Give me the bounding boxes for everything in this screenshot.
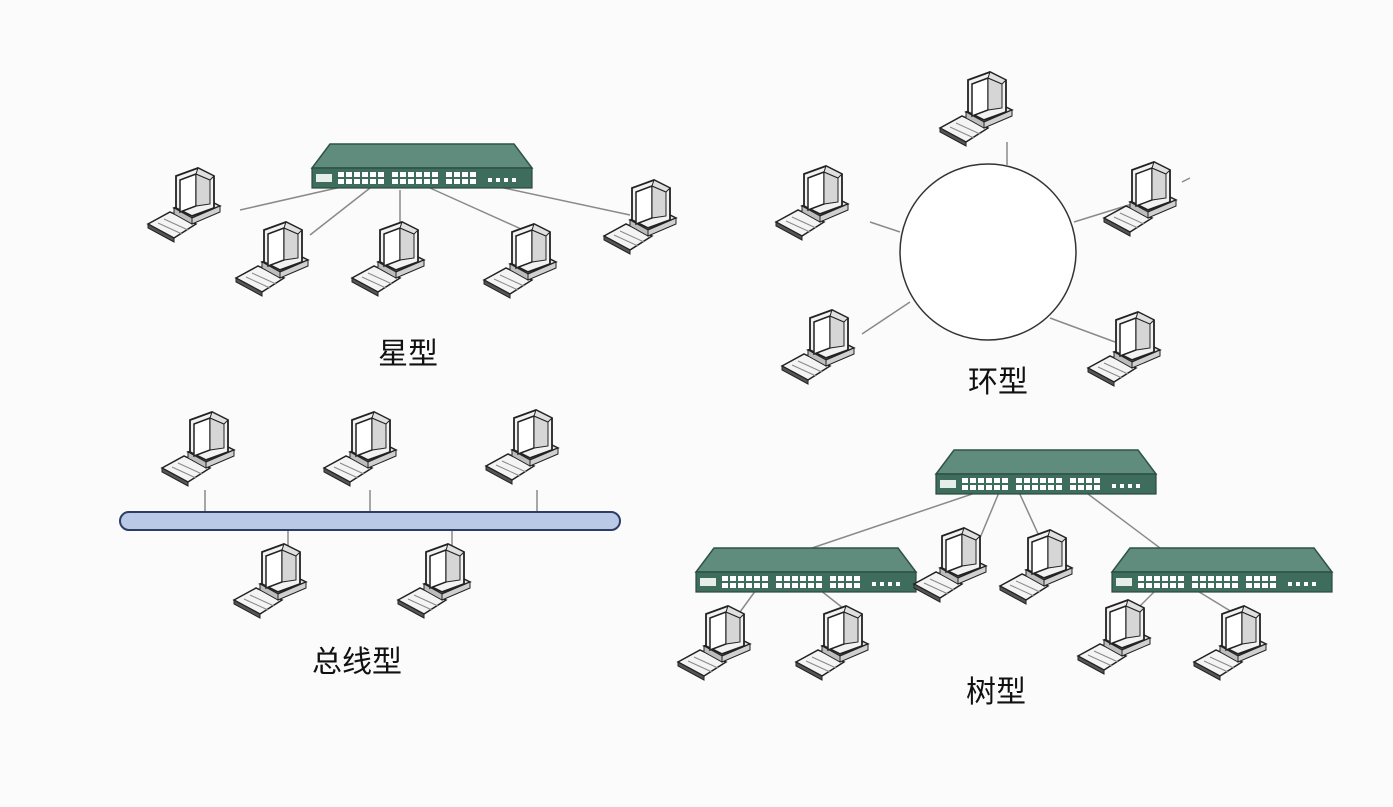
star-computer-1 (147, 167, 221, 243)
bus-computer-2 (323, 411, 397, 487)
tree-computer-middle-1 (913, 527, 987, 603)
star-links (239, 184, 631, 236)
star-computer-4 (483, 223, 557, 299)
ring-circle (899, 163, 1077, 341)
tree-computer-left-2 (795, 605, 869, 681)
ring-computer-bottom-right (1087, 311, 1161, 387)
ring-links (861, 142, 1191, 343)
ring-computer-right (1103, 161, 1177, 237)
bus-cable (119, 511, 621, 531)
bus-topology: 总线型 (119, 409, 621, 680)
bus-computer-3 (485, 409, 559, 485)
bus-computer-4 (233, 543, 307, 619)
tree-computer-left-1 (677, 605, 751, 681)
star-topology: 星型 (147, 143, 677, 372)
ring-computer-left (775, 165, 849, 241)
star-switch (311, 143, 533, 189)
tree-topology: 树型 (677, 449, 1333, 710)
bus-computer-1 (161, 411, 235, 487)
tree-root-switch (935, 449, 1157, 495)
ring-topology: 环型 (775, 71, 1191, 400)
star-caption: 星型 (378, 337, 438, 372)
bus-computer-5 (397, 543, 471, 619)
tree-left-switch (695, 547, 917, 593)
ring-computer-bottom-left (781, 309, 855, 385)
star-computer-3 (351, 221, 425, 297)
tree-caption: 树型 (966, 675, 1026, 710)
star-computer-2 (235, 221, 309, 297)
tree-computer-middle-2 (999, 529, 1073, 605)
ring-caption: 环型 (968, 365, 1028, 400)
tree-computer-right-1 (1077, 599, 1151, 675)
star-computer-5 (603, 179, 677, 255)
ring-computer-top (939, 71, 1013, 147)
tree-right-switch (1111, 547, 1333, 593)
bus-caption: 总线型 (312, 645, 402, 680)
tree-computer-right-2 (1193, 605, 1267, 681)
